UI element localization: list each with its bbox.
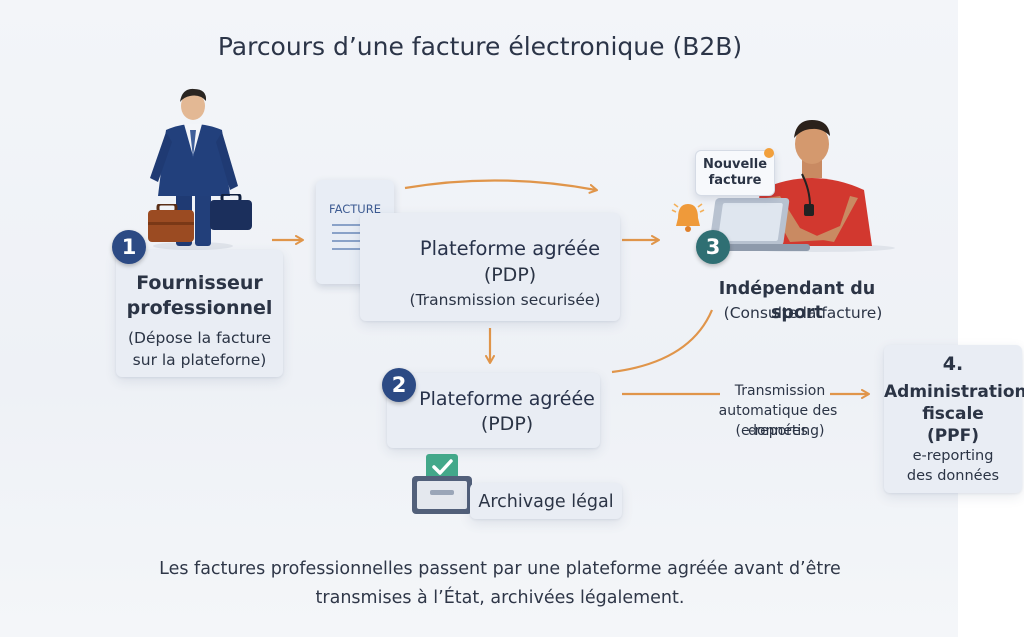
step-badge-3: 3 bbox=[696, 230, 730, 264]
step-badge-1: 1 bbox=[112, 230, 146, 264]
notification-line1: Nouvelle bbox=[702, 157, 768, 172]
administration-line5: des données bbox=[906, 468, 1000, 484]
pdp-card-1 bbox=[360, 213, 620, 321]
supplier-card bbox=[116, 250, 283, 377]
footer-line2: transmises à l’État, archivées légalemen… bbox=[315, 588, 685, 608]
new-invoice-notification: Nouvelle facture bbox=[695, 150, 775, 196]
pdp1-line3: (Transmission securisée) bbox=[409, 291, 601, 309]
arrow-document-to-freelancer bbox=[404, 179, 598, 194]
administration-card bbox=[884, 345, 1022, 493]
transmission-line2: automatique des données bbox=[718, 403, 838, 439]
step-badge-2: 2 bbox=[382, 368, 416, 402]
pdp2-line2: (PDP) bbox=[480, 413, 534, 435]
archive-box-icon bbox=[412, 454, 472, 514]
pdp-card-2 bbox=[387, 373, 600, 448]
supplier-desc-line1: (Dépose la facture bbox=[127, 329, 272, 347]
administration-line1: Administration bbox=[884, 382, 1024, 402]
archive-card bbox=[470, 483, 622, 519]
transmission-line3: (e-reporting) bbox=[735, 423, 825, 439]
administration-line2: fiscale bbox=[922, 404, 984, 424]
notification-dot bbox=[764, 148, 774, 158]
administration-line4: e-reporting bbox=[912, 448, 994, 464]
briefcase-brown-icon bbox=[148, 204, 194, 242]
laptop-icon bbox=[710, 198, 810, 251]
administration-number: 4. bbox=[942, 353, 964, 375]
pdp1-line1: Plateforme agréée bbox=[419, 237, 601, 260]
footer-line1: Les factures professionnelles passent pa… bbox=[159, 559, 841, 579]
notification-line2: facture bbox=[708, 173, 762, 188]
supplier-name-line2: professionnel bbox=[126, 297, 273, 319]
pdp1-line2: (PDP) bbox=[483, 264, 537, 286]
supplier-illustration bbox=[150, 88, 238, 250]
invoice-document-label: FACTURE bbox=[329, 202, 381, 216]
freelancer-desc: (Consulte la facture) bbox=[723, 304, 883, 322]
archive-label: Archivage légal bbox=[478, 492, 614, 512]
freelancer-name: Indépendant du sport bbox=[718, 279, 876, 323]
connector-pdp2-to-freelancer bbox=[611, 309, 714, 374]
pdp2-line1: Plateforme agréée bbox=[419, 388, 595, 410]
supplier-name-line1: Fournisseur bbox=[136, 272, 263, 294]
footer-caption: Les factures professionnelles passent pa… bbox=[120, 555, 880, 613]
diagram-title: Parcours d’une facture électronique (B2B… bbox=[217, 32, 743, 61]
transmission-line1: Transmission bbox=[734, 383, 826, 399]
briefcase-navy-icon bbox=[210, 194, 252, 230]
bell-icon bbox=[671, 203, 705, 232]
administration-line3: (PPF) bbox=[926, 426, 980, 446]
supplier-desc-line2: sur la plateforne) bbox=[132, 351, 267, 369]
